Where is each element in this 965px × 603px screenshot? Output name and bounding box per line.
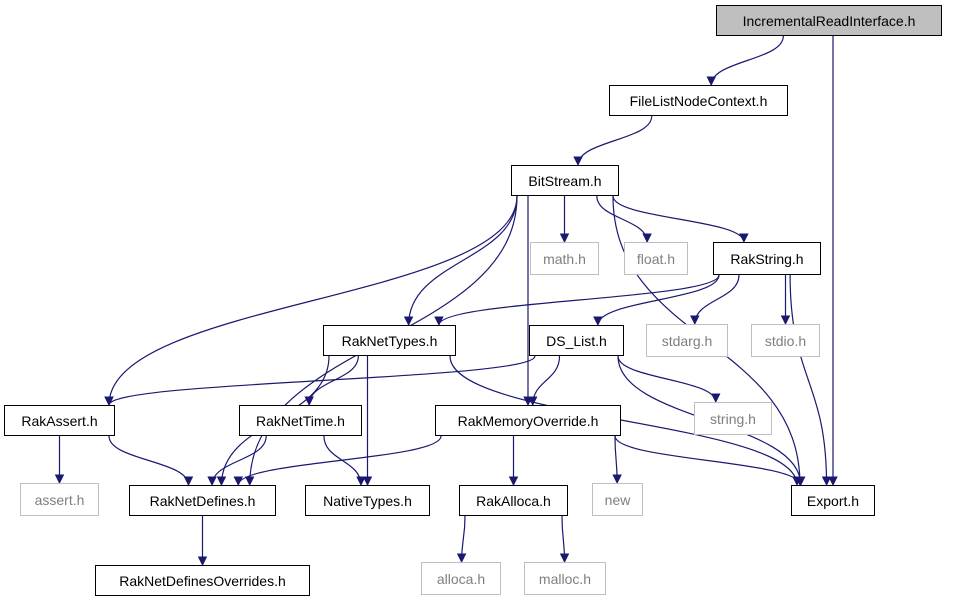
edge-rakmemoryoverride-to-new xyxy=(612,435,622,484)
edge-bitstream-to-rakstring xyxy=(612,195,749,243)
node-float: float.h xyxy=(624,242,688,275)
edge-filelistnodecontext-to-bitstream xyxy=(573,115,653,166)
node-raknettypes[interactable]: RakNetTypes.h xyxy=(323,325,456,356)
edge-rakstring-to-export xyxy=(789,274,832,486)
node-math: math.h xyxy=(530,242,599,275)
edge-raknettypes-to-export xyxy=(449,355,802,486)
node-filelistnodecontext[interactable]: FileListNodeContext.h xyxy=(609,85,788,116)
node-raknetdefines[interactable]: RakNetDefines.h xyxy=(129,485,276,516)
edge-rakmemoryoverride-to-export xyxy=(614,435,806,486)
edge-ds_list-to-string xyxy=(617,355,721,403)
node-raknettime[interactable]: RakNetTime.h xyxy=(239,405,362,436)
node-bitstream[interactable]: BitStream.h xyxy=(511,165,619,196)
node-incrementalreadinterface: IncrementalReadInterface.h xyxy=(716,5,942,36)
edge-rakassert-to-raknetdefines xyxy=(108,435,194,486)
node-string: string.h xyxy=(694,402,772,435)
edge-bitstream-to-float xyxy=(596,195,652,243)
node-assert: assert.h xyxy=(20,483,99,516)
edge-ds_list-to-rakmemoryoverride xyxy=(527,355,561,406)
node-rakmemoryoverride[interactable]: RakMemoryOverride.h xyxy=(435,405,621,436)
edge-bitstream-to-rakassert xyxy=(104,195,518,406)
edge-rakalloca-to-alloca xyxy=(456,515,467,563)
edge-rakstring-to-ds_list xyxy=(593,274,720,326)
node-export[interactable]: Export.h xyxy=(791,485,875,516)
node-ds-list[interactable]: DS_List.h xyxy=(529,325,624,356)
node-stdarg: stdarg.h xyxy=(646,324,728,357)
node-alloca: alloca.h xyxy=(421,562,501,595)
node-new: new xyxy=(592,483,643,516)
edge-rakstring-to-raknettypes xyxy=(434,274,720,326)
edge-bitstream-to-raknettypes xyxy=(403,195,518,326)
edge-rakalloca-to-malloc xyxy=(559,515,570,563)
node-nativetypes[interactable]: NativeTypes.h xyxy=(305,485,430,516)
node-rakstring[interactable]: RakString.h xyxy=(713,242,821,275)
edge-rakstring-to-stdarg xyxy=(690,274,740,325)
edge-raknettypes-to-raknettime xyxy=(304,355,359,406)
node-raknetdefinesoverrides[interactable]: RakNetDefinesOverrides.h xyxy=(95,565,310,596)
node-rakassert[interactable]: RakAssert.h xyxy=(4,405,115,436)
node-rakalloca[interactable]: RakAlloca.h xyxy=(459,485,568,516)
node-malloc: malloc.h xyxy=(524,562,606,595)
edge-rakmemoryoverride-to-raknetdefines xyxy=(233,435,442,486)
node-stdio: stdio.h xyxy=(751,324,820,357)
edge-raknettime-to-raknetdefines xyxy=(207,435,267,486)
edge-ds_list-to-rakassert xyxy=(104,355,536,406)
edge-incrementalreadinterface-to-filelistnodecontext xyxy=(706,35,784,86)
